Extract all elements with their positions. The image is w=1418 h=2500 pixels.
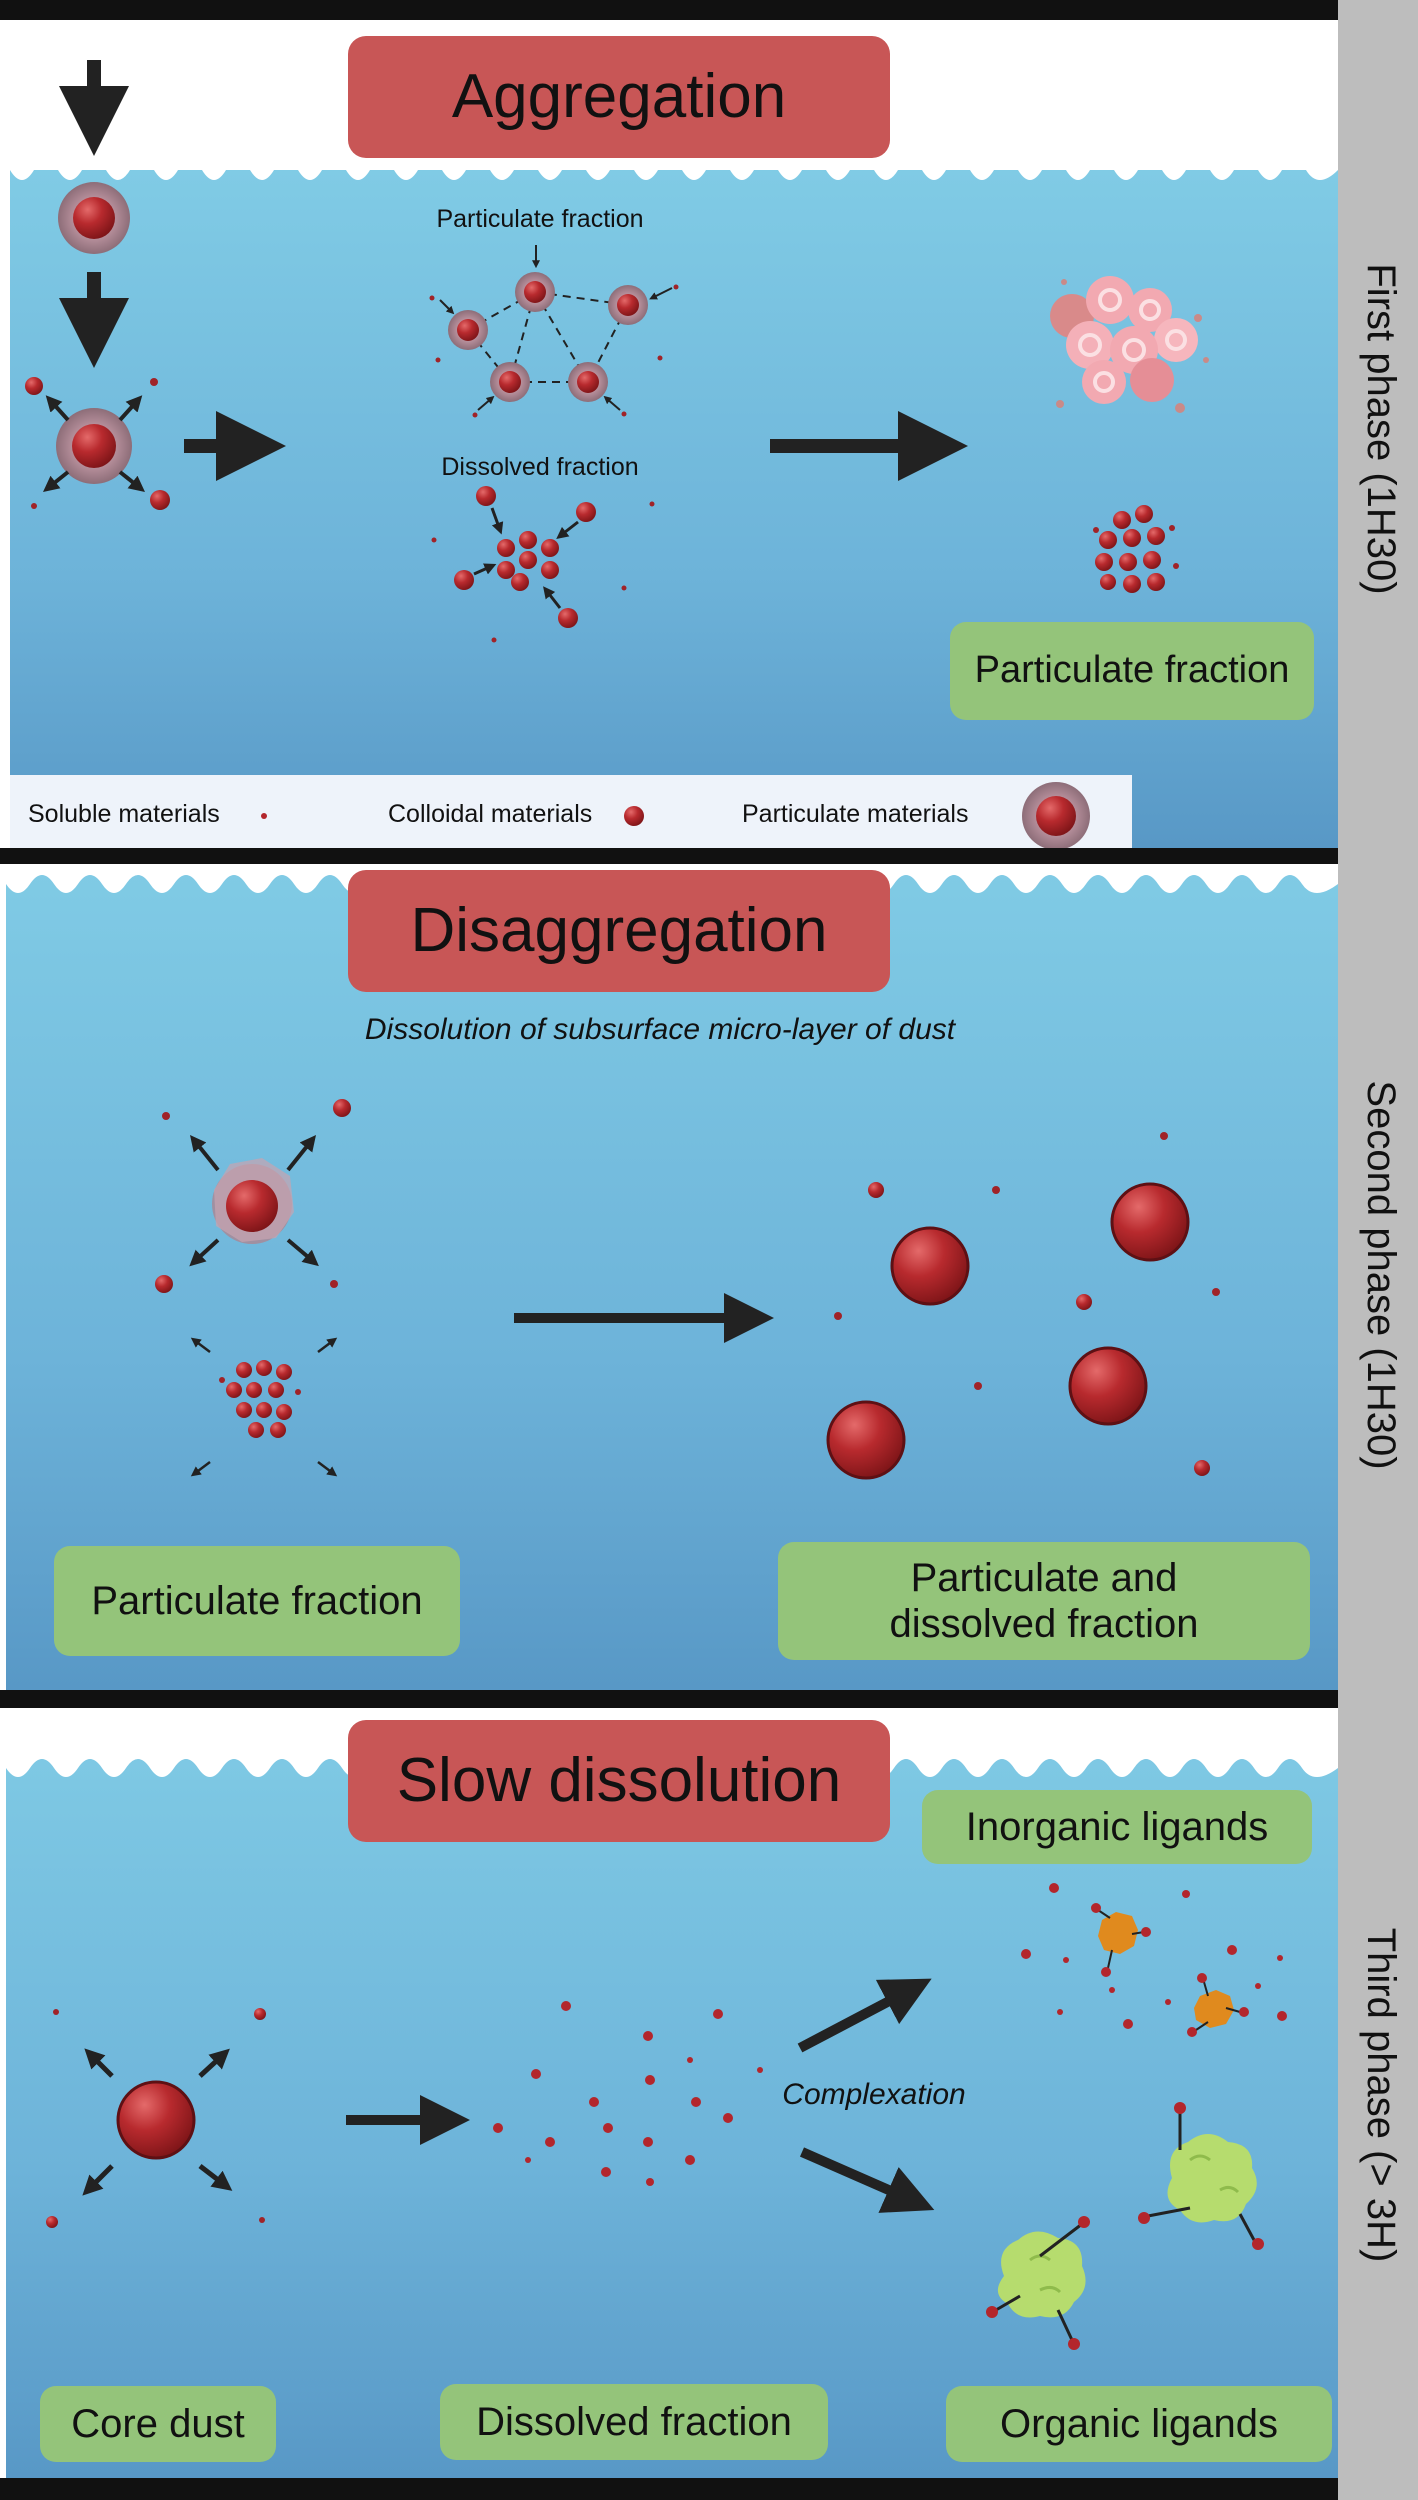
label-dissolution-subtitle: Dissolution of subsurface micro-layer of… — [364, 1012, 956, 1046]
inorganic-ligand-complexes — [1021, 1883, 1287, 2037]
colloid — [150, 490, 170, 510]
legend-colloidal-icon — [624, 806, 644, 826]
particle-core — [73, 197, 115, 239]
phase-title-aggregation: Aggregation — [348, 36, 890, 158]
label-dissolved-fraction-top: Dissolved fraction — [441, 452, 639, 481]
aggregate-cluster — [1050, 276, 1209, 413]
wave-surface-2 — [6, 864, 1338, 893]
soluble-dot — [259, 2217, 265, 2223]
colloid-cluster — [1093, 505, 1179, 593]
wave-surface-1 — [10, 150, 1338, 180]
box-organic-ligands: Organic ligands — [946, 2386, 1332, 2462]
colloid-cluster-2 — [219, 1360, 301, 1438]
released-colloids — [826, 1132, 1220, 1480]
organic-ligand-complexes — [986, 2102, 1264, 2350]
box-line-1: Particulate and — [910, 1556, 1178, 1600]
divider-1 — [0, 848, 1338, 864]
release-arrows — [43, 395, 145, 492]
particle-core — [72, 424, 116, 468]
soluble-dot — [53, 2009, 59, 2015]
legend-soluble-label: Soluble materials — [28, 800, 220, 828]
network-arrows — [439, 245, 673, 411]
box-particulate-fraction-result: Particulate fraction — [950, 622, 1314, 720]
dissolved-cluster — [454, 486, 596, 628]
box-inorganic-ligands: Inorganic ligands — [922, 1790, 1312, 1864]
divider-2 — [0, 1690, 1338, 1708]
label-particulate-fraction-top: Particulate fraction — [436, 204, 644, 233]
phase-title-disaggregation: Disaggregation — [348, 870, 890, 992]
legend-background — [10, 775, 1132, 848]
legend-colloidal-label: Colloidal materials — [388, 800, 593, 828]
colloid — [25, 377, 43, 395]
bottom-border — [0, 2478, 1338, 2500]
box-line-2: dissolved fraction — [889, 1602, 1199, 1646]
side-label-second-phase: Second phase (1H30) — [1359, 1080, 1403, 1470]
dissolved-dots — [493, 2001, 763, 2186]
box-core-dust: Core dust — [40, 2386, 276, 2462]
arrow-to-organic — [799, 2147, 935, 2213]
label-complexation: Complexation — [782, 2077, 966, 2111]
soluble-dot — [162, 1112, 170, 1120]
arrow-to-inorganic — [797, 1978, 932, 2053]
colloid — [333, 1099, 351, 1117]
legend-soluble-icon — [261, 813, 267, 819]
soluble-dot — [31, 503, 37, 509]
colloid — [254, 2008, 266, 2020]
erosion-arrows — [189, 1135, 319, 1267]
colloid — [46, 2216, 58, 2228]
side-label-third-phase: Third phase (> 3H) — [1359, 1927, 1403, 2263]
soluble-dot — [330, 1280, 338, 1288]
side-bar — [1338, 0, 1418, 2500]
core-arrows — [82, 2048, 233, 2196]
particle-core — [226, 1180, 278, 1232]
dissolved-arrows — [473, 507, 579, 609]
network-particles — [448, 272, 648, 402]
legend-particulate-core — [1036, 796, 1076, 836]
phase-title-slow-dissolution: Slow dissolution — [348, 1720, 890, 1842]
colloid — [155, 1275, 173, 1293]
panel-aggregation — [10, 60, 1338, 850]
box-dissolved-fraction: Dissolved fraction — [440, 2384, 828, 2460]
dissolved-solubles — [431, 501, 655, 643]
core-dust-particle — [116, 2080, 196, 2160]
network-solubles — [429, 284, 679, 418]
side-label-first-phase: First phase (1H30) — [1359, 263, 1403, 595]
box-particulate-fraction-2: Particulate fraction — [54, 1546, 460, 1656]
top-border — [0, 0, 1338, 20]
soluble-dot — [150, 378, 158, 386]
cluster-arrows — [190, 1337, 338, 1477]
legend-particulate-label: Particulate materials — [742, 800, 969, 828]
box-particulate-dissolved-fraction: Particulate and dissolved fraction — [778, 1542, 1310, 1660]
